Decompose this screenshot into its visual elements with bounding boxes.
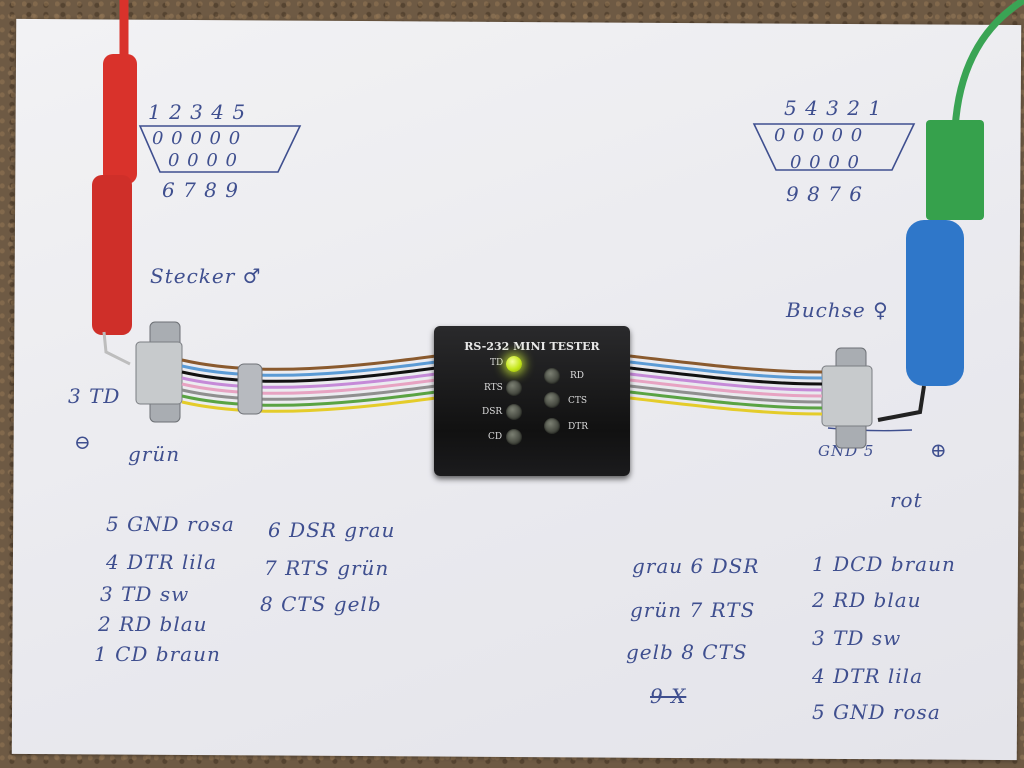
left-wire xyxy=(181,378,437,395)
note-left-b-3: 8 CTS gelb xyxy=(260,592,382,616)
led-label-rts: RTS xyxy=(484,383,503,393)
right-probe-lead xyxy=(877,385,926,422)
led-dtr xyxy=(544,418,560,434)
right-bottom-pin-numbers: 9 8 7 6 xyxy=(786,182,863,206)
note-right-3: 3 TD sw xyxy=(812,626,902,650)
right-green-probe xyxy=(926,120,984,220)
right-wire xyxy=(629,354,823,374)
left-connector-label: Stecker ♂ xyxy=(150,264,262,288)
left-probe-pin: 3 TD xyxy=(68,384,121,408)
left-bottom-pin-numbers: 6 7 8 9 xyxy=(162,178,239,202)
left-d-sub-sketch xyxy=(138,125,302,173)
note-right-2: 2 RD blau xyxy=(812,588,922,612)
led-label-cts: CTS xyxy=(568,396,588,406)
left-wire-bundle xyxy=(181,354,437,413)
left-wire xyxy=(181,384,437,401)
left-probe-color-note: grün xyxy=(128,442,181,466)
led-dsr xyxy=(506,404,522,420)
right-wire xyxy=(629,396,823,416)
left-probe-tip xyxy=(102,331,131,366)
left-wire xyxy=(181,390,437,407)
rs232-mini-tester: RS-232 MINI TESTER TD RTS DSR CD RD CTS … xyxy=(434,326,630,476)
led-td xyxy=(506,356,522,372)
right-blue-probe xyxy=(906,220,964,386)
note-left-a-3: 3 TD sw xyxy=(100,582,190,606)
left-wire xyxy=(181,396,437,413)
note-right-4: 4 DTR lila xyxy=(812,664,923,688)
led-cd xyxy=(506,429,522,445)
plus-symbol: ⊕ xyxy=(930,438,948,462)
led-label-dtr: DTR xyxy=(568,422,588,432)
cable-clip xyxy=(237,363,263,415)
right-probe-color-note: rot xyxy=(890,488,923,512)
led-label-cd: CD xyxy=(488,432,503,442)
left-db9-shell xyxy=(135,341,183,405)
led-cts xyxy=(544,392,560,408)
led-label-rd: RD xyxy=(570,371,584,381)
left-red-probe-grip xyxy=(92,175,132,335)
note-left-b-2: 7 RTS grün xyxy=(264,556,390,580)
right-green-cable xyxy=(951,0,1024,131)
tester-title: RS-232 MINI TESTER xyxy=(464,340,600,353)
right-wire xyxy=(629,384,823,404)
minus-symbol: ⊖ xyxy=(74,430,92,454)
left-top-pin-numbers: 1 2 3 4 5 xyxy=(148,100,247,124)
led-rd xyxy=(544,368,560,384)
right-connector-label: Buchse ♀ xyxy=(786,298,889,322)
left-bottom-holes: 0 0 0 0 xyxy=(168,150,238,171)
right-db9-shell xyxy=(821,365,873,427)
note-left-a-5: 1 CD braun xyxy=(94,642,221,666)
left-wire xyxy=(181,354,437,371)
note-left-b-1: 6 DSR grau xyxy=(268,518,396,542)
left-wire xyxy=(181,366,437,383)
right-d-sub-sketch xyxy=(752,123,916,171)
led-rts xyxy=(506,380,522,396)
right-bottom-holes: 0 0 0 0 xyxy=(790,152,860,173)
led-label-dsr: DSR xyxy=(482,407,503,417)
note-mid-1: grau 6 DSR xyxy=(632,554,760,578)
note-mid-3: gelb 8 CTS xyxy=(626,640,748,664)
note-mid-2: grün 7 RTS xyxy=(630,598,756,622)
right-wire xyxy=(629,360,823,380)
right-wire xyxy=(629,372,823,392)
right-top-pin-numbers: 5 4 3 2 1 xyxy=(784,96,883,120)
right-wire xyxy=(629,390,823,410)
right-wire xyxy=(629,366,823,386)
note-right-1: 1 DCD braun xyxy=(812,552,956,576)
note-left-a-2: 4 DTR lila xyxy=(106,550,217,574)
right-top-holes: 0 0 0 0 0 xyxy=(774,125,864,146)
left-wire xyxy=(181,372,437,389)
right-wire xyxy=(629,378,823,398)
note-left-a-1: 5 GND rosa xyxy=(106,512,235,536)
note-mid-struck: 9 X xyxy=(650,684,687,708)
note-right-5: 5 GND rosa xyxy=(812,700,941,724)
left-wire xyxy=(181,360,437,377)
led-label-td: TD xyxy=(490,358,504,368)
right-wire-bundle xyxy=(629,354,823,416)
left-red-probe-body xyxy=(103,54,137,184)
left-top-holes: 0 0 0 0 0 xyxy=(152,128,242,149)
note-left-a-4: 2 RD blau xyxy=(98,612,208,636)
